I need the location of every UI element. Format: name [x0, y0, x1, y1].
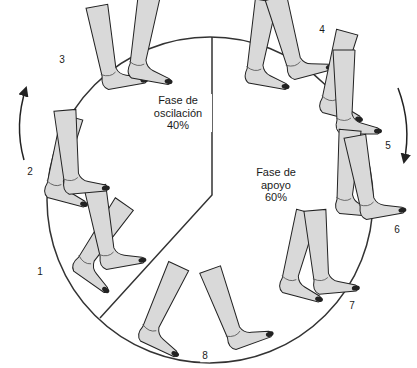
callout-number: 6	[392, 224, 402, 236]
leg-figure	[344, 130, 407, 221]
cycle-circle	[47, 37, 373, 363]
leg-figure	[200, 257, 275, 353]
phase-label: Fase de oscilación 40%	[144, 94, 212, 132]
leg-figure	[265, 0, 334, 82]
leg-figure	[84, 180, 147, 271]
callout-number: 2	[25, 166, 35, 178]
leg-figure	[304, 207, 360, 295]
callout-number: 7	[347, 300, 357, 312]
direction-arrow	[398, 88, 407, 162]
callout-number: 8	[200, 350, 210, 362]
leg-figures	[40, 0, 407, 358]
callout-number: 3	[57, 54, 67, 66]
leg-figure	[54, 107, 110, 195]
phase-label: Fase de apoyo 60%	[249, 166, 303, 204]
callout-number: 1	[35, 266, 45, 278]
leg-figure	[124, 0, 187, 85]
leg-figure	[333, 50, 382, 134]
callout-number: 4	[317, 24, 327, 36]
callout-number: 5	[383, 140, 393, 152]
direction-arrow	[19, 88, 26, 160]
